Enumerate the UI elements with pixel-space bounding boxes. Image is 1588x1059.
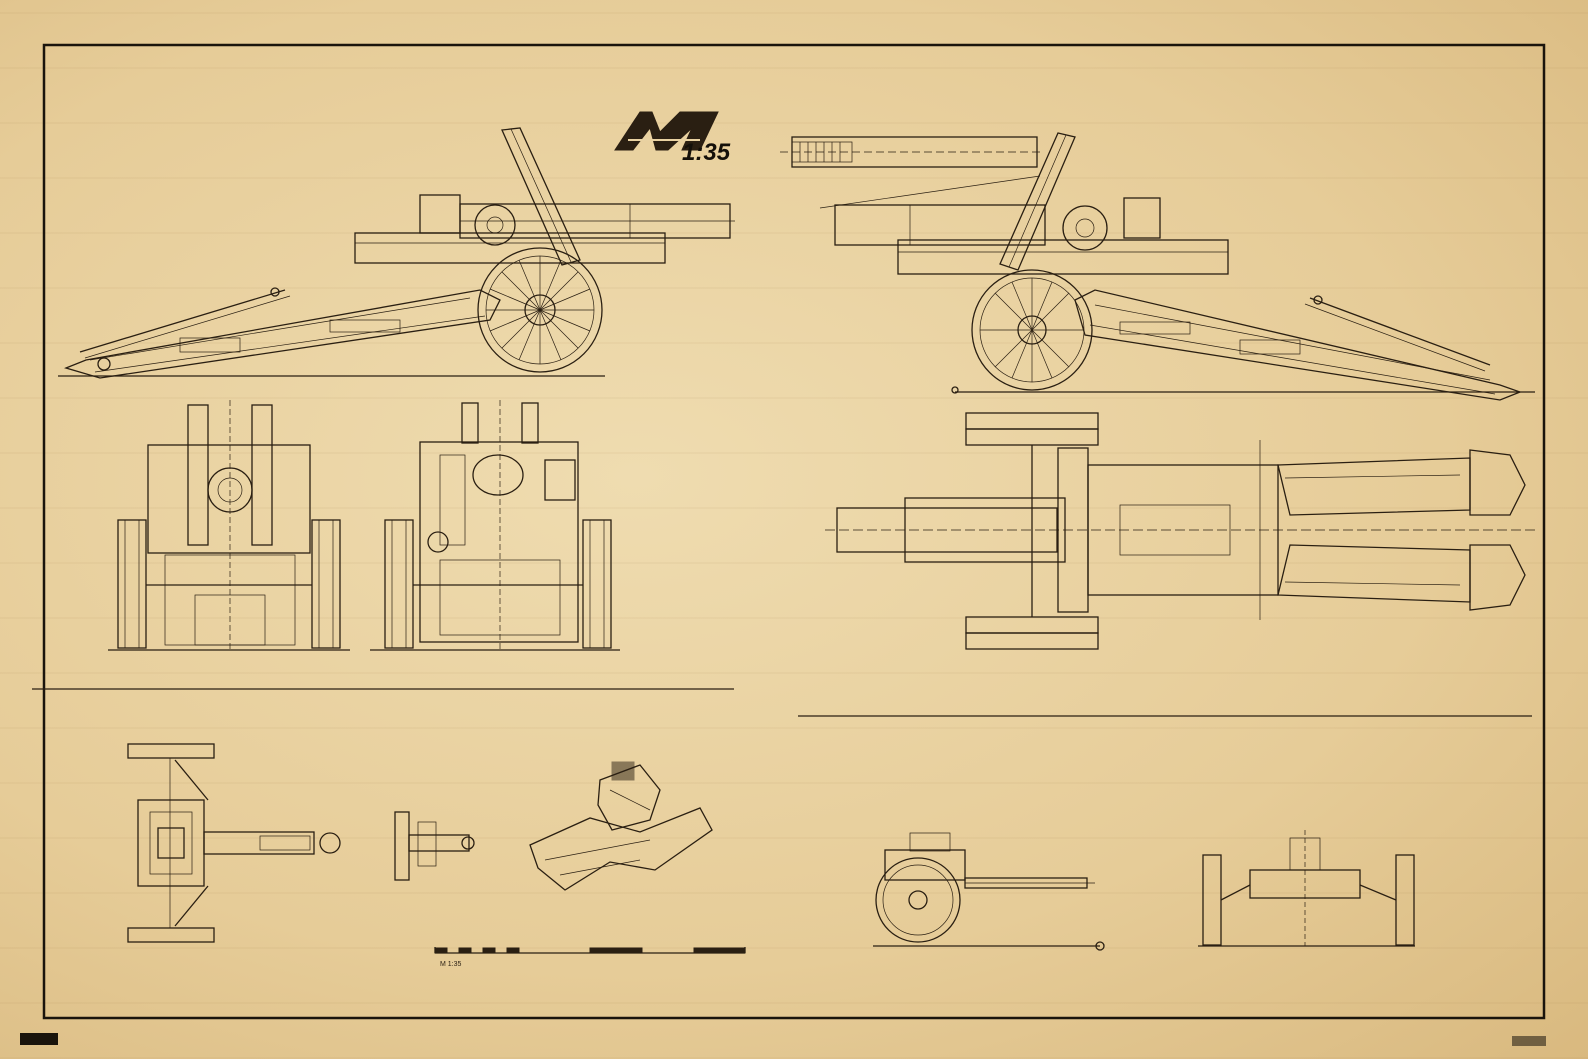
- rear-view: [370, 400, 620, 651]
- front-view: [108, 400, 350, 651]
- copyright-mark: [1512, 1036, 1546, 1046]
- side-view-left: [58, 127, 735, 379]
- small-part-view: [394, 811, 475, 881]
- limber-side-view: [873, 832, 1105, 951]
- isometric-part-view: [529, 761, 713, 891]
- manufacturer-logo: 1:35: [614, 111, 731, 166]
- publisher-logo: [20, 1033, 58, 1045]
- logo-scale-text: 1:35: [682, 139, 731, 166]
- plan-view-small: [127, 743, 341, 943]
- drawing-frame: [42, 43, 1546, 1020]
- scale-bar-label: M 1:35: [440, 961, 462, 968]
- side-view-right: [780, 132, 1535, 401]
- scale-bar: M 1:35: [434, 947, 746, 968]
- limber-front-view: [1198, 830, 1415, 947]
- top-view: [825, 412, 1535, 650]
